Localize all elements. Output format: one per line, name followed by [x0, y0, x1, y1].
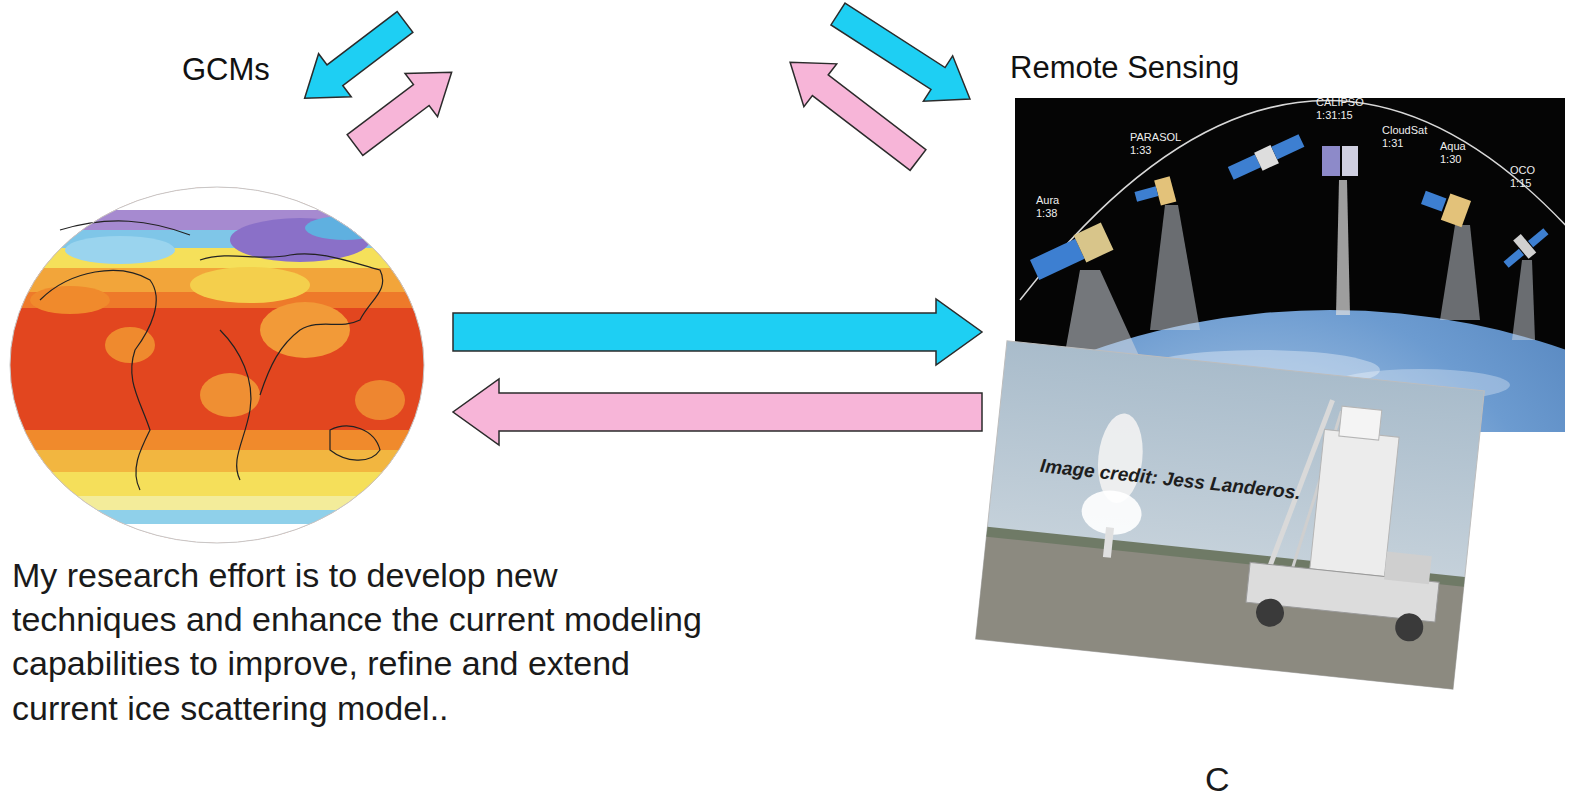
block-arrow-connector: [453, 379, 982, 445]
research-statement: My research effort is to develop new tec…: [12, 553, 717, 730]
block-arrow: [774, 41, 935, 182]
partial-text: C: [1205, 760, 1230, 799]
satellite-name: PARASOL 1:33: [1130, 131, 1181, 156]
satellite-name: CALIPSO 1:31:15: [1316, 96, 1364, 121]
satellite-name: Aura 1:38: [1036, 194, 1059, 219]
gcm-globe-node: GCMs: [10, 45, 425, 545]
image-credit: Image credit: Jess Landeros.: [1039, 455, 1302, 505]
satellite-name: Aqua 1:30: [1440, 140, 1466, 165]
node-heading: GCMs: [182, 51, 270, 88]
block-arrow-connector: [453, 299, 982, 365]
block-arrow: [339, 51, 468, 167]
satellite-name: CloudSat 1:31: [1382, 124, 1427, 149]
satellite-name: OCO 1:15: [1510, 164, 1535, 189]
node-heading: Remote Sensing: [1010, 49, 1239, 86]
remote-sensing-node: Remote Sensing: [1010, 45, 1568, 435]
photo-node: Image credit: Jess Landeros.: [976, 341, 1485, 690]
